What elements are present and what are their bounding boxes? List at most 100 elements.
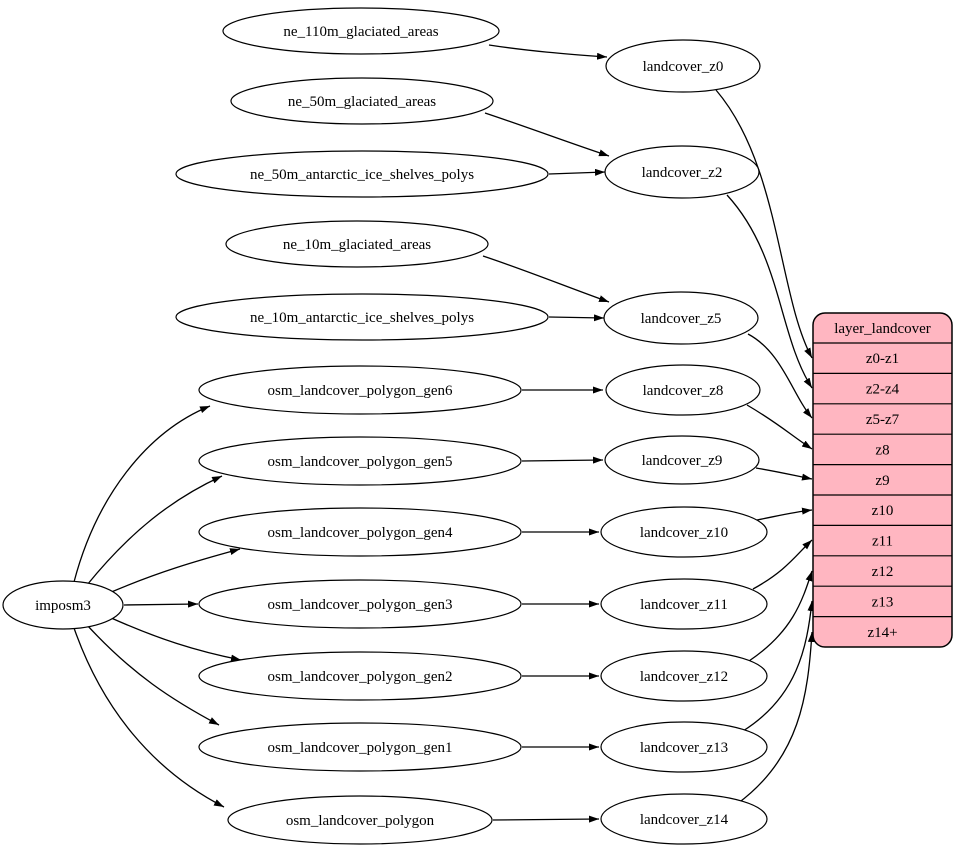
node-shape [222, 7, 500, 55]
node-osm_landcover_polygon_gen3: osm_landcover_polygon_gen3 [198, 579, 522, 629]
table-title: layer_landcover [834, 321, 931, 337]
table-row-label: z12 [872, 564, 894, 580]
node-imposm3: imposm3 [2, 580, 124, 630]
node-label: osm_landcover_polygon_gen3 [268, 597, 453, 613]
node-label: ne_10m_glaciated_areas [283, 237, 431, 253]
node-label: landcover_z13 [640, 740, 728, 756]
table-layer: layer_landcoverz0-z1z2-z4z5-z7z8z9z10z11… [812, 312, 953, 648]
node-landcover_z10: landcover_z10 [600, 506, 768, 558]
table-row-label: z0-z1 [866, 351, 899, 367]
node-landcover_z12: landcover_z12 [600, 650, 768, 702]
node-label: landcover_z11 [640, 597, 728, 613]
node-label: ne_50m_glaciated_areas [288, 94, 436, 110]
node-landcover_z14: landcover_z14 [600, 793, 768, 845]
edge-osm_landcover_polygon-to-landcover_z14 [492, 815, 600, 823]
node-shape [175, 293, 549, 341]
edge-imposm3-to-osm_landcover_polygon_gen2 [108, 616, 242, 662]
node-ne_10m_glaciated_areas: ne_10m_glaciated_areas [225, 220, 489, 268]
node-label: landcover_z0 [643, 59, 724, 75]
edge-landcover_z12-to-layer_landcover-z12 [748, 570, 813, 662]
table-background [812, 312, 953, 648]
node-osm_landcover_polygon_gen6: osm_landcover_polygon_gen6 [198, 365, 522, 415]
edge-imposm3-to-osm_landcover_polygon_gen5 [86, 475, 223, 586]
node-ne_10m_antarctic_ice_shelves_polys: ne_10m_antarctic_ice_shelves_polys [175, 293, 549, 341]
node-label: osm_landcover_polygon [286, 813, 435, 829]
edge-ne_50m_glaciated_areas-to-landcover_z2 [484, 112, 610, 157]
edge-landcover_z14-to-layer_landcover-z14+ [736, 631, 815, 805]
node-osm_landcover_polygon_gen1: osm_landcover_polygon_gen1 [198, 722, 522, 772]
node-ne_110m_glaciated_areas: ne_110m_glaciated_areas [222, 7, 500, 55]
node-label: landcover_z9 [642, 453, 723, 469]
edge-osm_landcover_polygon_gen5-to-landcover_z9 [521, 456, 604, 464]
node-shape [603, 291, 759, 345]
edge-imposm3-to-osm_landcover_polygon_gen1 [86, 624, 220, 726]
node-shape [198, 722, 522, 772]
node-shape [230, 77, 494, 125]
node-landcover_z2: landcover_z2 [604, 145, 760, 199]
node-label: landcover_z12 [640, 669, 728, 685]
node-landcover_z0: landcover_z0 [605, 39, 761, 93]
edge-imposm3-to-osm_landcover_polygon [73, 627, 225, 808]
edge-landcover_z5-to-layer_landcover-z5-z7 [747, 333, 813, 419]
node-osm_landcover_polygon_gen5: osm_landcover_polygon_gen5 [198, 436, 522, 486]
table-row-label: z8 [875, 442, 889, 458]
node-label: landcover_z10 [640, 525, 728, 541]
node-shape [605, 39, 761, 93]
node-shape [227, 795, 493, 845]
edge-ne_10m_glaciated_areas-to-landcover_z5 [482, 255, 610, 303]
table-row-label: z11 [872, 534, 893, 550]
nodes-layer: ne_110m_glaciated_areas ne_50m_glaciated_… [2, 7, 768, 845]
edge-ne_10m_antarctic_ice_shelves_polys-to-landcover_z5 [548, 314, 605, 322]
node-label: osm_landcover_polygon_gen4 [268, 525, 453, 541]
node-label: osm_landcover_polygon_gen6 [268, 383, 453, 399]
node-shape [198, 507, 522, 557]
node-label: landcover_z8 [643, 383, 724, 399]
node-osm_landcover_polygon_gen2: osm_landcover_polygon_gen2 [198, 651, 522, 701]
node-shape [600, 721, 768, 773]
node-shape [225, 220, 489, 268]
node-osm_landcover_polygon: osm_landcover_polygon [227, 795, 493, 845]
node-landcover_z11: landcover_z11 [600, 578, 768, 630]
node-label: landcover_z2 [642, 165, 723, 181]
node-label: osm_landcover_polygon_gen5 [268, 454, 453, 470]
table-row-label: z2-z4 [866, 382, 900, 398]
node-shape [2, 580, 124, 630]
node-layer_landcover: layer_landcoverz0-z1z2-z4z5-z7z8z9z10z11… [812, 312, 953, 648]
node-shape [604, 145, 760, 199]
node-shape [198, 651, 522, 701]
node-shape [600, 793, 768, 845]
table-row-label: z14+ [867, 625, 897, 641]
node-ne_50m_glaciated_areas: ne_50m_glaciated_areas [230, 77, 494, 125]
node-landcover_z8: landcover_z8 [605, 364, 761, 416]
edge-landcover_z11-to-layer_landcover-z11 [752, 539, 813, 590]
edge-landcover_z8-to-layer_landcover-z8 [746, 404, 813, 450]
node-label: ne_110m_glaciated_areas [283, 24, 438, 40]
node-ne_50m_antarctic_ice_shelves_polys: ne_50m_antarctic_ice_shelves_polys [175, 150, 549, 198]
node-landcover_z13: landcover_z13 [600, 721, 768, 773]
node-label: landcover_z5 [641, 311, 722, 327]
edges-layer [73, 44, 815, 823]
table-row-label: z9 [875, 473, 889, 489]
edge-imposm3-to-osm_landcover_polygon_gen4 [108, 548, 241, 594]
node-label: imposm3 [35, 598, 91, 614]
node-landcover_z9: landcover_z9 [604, 435, 760, 485]
node-shape [600, 650, 768, 702]
table-row-label: z13 [872, 594, 894, 610]
edge-imposm3-to-osm_landcover_polygon_gen6 [73, 405, 211, 583]
node-landcover_z5: landcover_z5 [603, 291, 759, 345]
node-shape [604, 435, 760, 485]
node-label: landcover_z14 [640, 812, 729, 828]
edge-landcover_z13-to-layer_landcover-z13 [742, 600, 815, 732]
node-label: ne_10m_antarctic_ice_shelves_polys [250, 310, 474, 326]
edge-landcover_z10-to-layer_landcover-z10 [756, 507, 813, 521]
node-shape [175, 150, 549, 198]
node-osm_landcover_polygon_gen4: osm_landcover_polygon_gen4 [198, 507, 522, 557]
edge-imposm3-to-osm_landcover_polygon_gen3 [123, 600, 199, 608]
node-shape [600, 506, 768, 558]
edge-ne_50m_antarctic_ice_shelves_polys-to-landcover_z2 [548, 168, 606, 176]
node-shape [600, 578, 768, 630]
node-shape [605, 364, 761, 416]
node-label: ne_50m_antarctic_ice_shelves_polys [250, 167, 474, 183]
